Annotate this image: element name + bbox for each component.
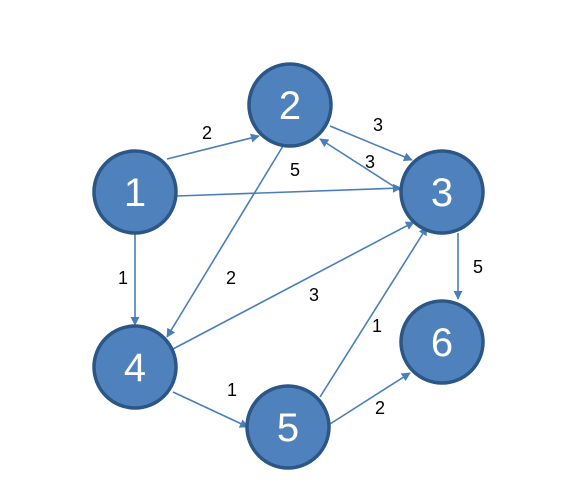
edge-4-to-5: 1: [172, 380, 249, 428]
node-5: 5: [245, 384, 331, 470]
edge-arrow: [166, 133, 260, 160]
edge-arrow: [166, 145, 284, 338]
nodes-layer: 1 2 3 4 5 6: [92, 62, 485, 470]
edge-weight-label: 2: [202, 123, 212, 143]
edge-5-to-6: 2: [329, 372, 411, 425]
node-circle: [399, 149, 485, 235]
edge-arrow: [319, 226, 428, 398]
edge-1-to-2: 2: [166, 123, 260, 160]
node-label: 1: [124, 171, 146, 215]
edge-3-to-6: 5: [453, 233, 483, 300]
edges-layer: 2 5 1 3 3 2 3 1 1 2 5: [118, 115, 483, 428]
edge-weight-label: 3: [309, 285, 319, 305]
edge-arrow: [172, 221, 415, 350]
node-circle: [92, 149, 178, 235]
edge-arrow: [172, 391, 249, 428]
node-circle: [399, 299, 485, 385]
node-3: 3: [399, 149, 485, 235]
edge-arrow: [319, 138, 402, 192]
edge-arrow: [329, 125, 413, 162]
node-6: 6: [399, 299, 485, 385]
edge-arrow: [329, 372, 411, 425]
node-circle: [245, 384, 331, 470]
edge-weight-label: 1: [227, 380, 237, 400]
edge-weight-label: 3: [373, 115, 383, 135]
edge-weight-label: 1: [118, 268, 128, 288]
node-4: 4: [92, 324, 178, 410]
edge-weight-label: 2: [226, 268, 236, 288]
edge-2-to-4: 2: [166, 145, 284, 338]
edge-weight-label: 3: [365, 152, 375, 172]
node-label: 3: [431, 171, 453, 215]
node-circle: [247, 62, 333, 148]
edge-weight-label: 5: [473, 257, 483, 277]
edge-arrow: [176, 183, 402, 197]
node-circle: [92, 324, 178, 410]
node-label: 5: [277, 406, 299, 450]
edge-1-to-4: 1: [118, 233, 140, 326]
edge-2-to-3: 3: [329, 115, 413, 162]
edge-5-to-3: 1: [319, 226, 428, 398]
edge-weight-label: 2: [375, 398, 385, 418]
node-label: 6: [431, 321, 453, 365]
edge-weight-label: 5: [290, 160, 300, 180]
edge-1-to-3: 5: [176, 160, 402, 197]
node-2: 2: [247, 62, 333, 148]
edge-3-to-2: 3: [319, 138, 402, 192]
node-label: 4: [124, 346, 146, 390]
edge-weight-label: 1: [372, 316, 382, 336]
edge-4-to-3: 3: [172, 221, 415, 350]
node-label: 2: [279, 84, 301, 128]
node-1: 1: [92, 149, 178, 235]
